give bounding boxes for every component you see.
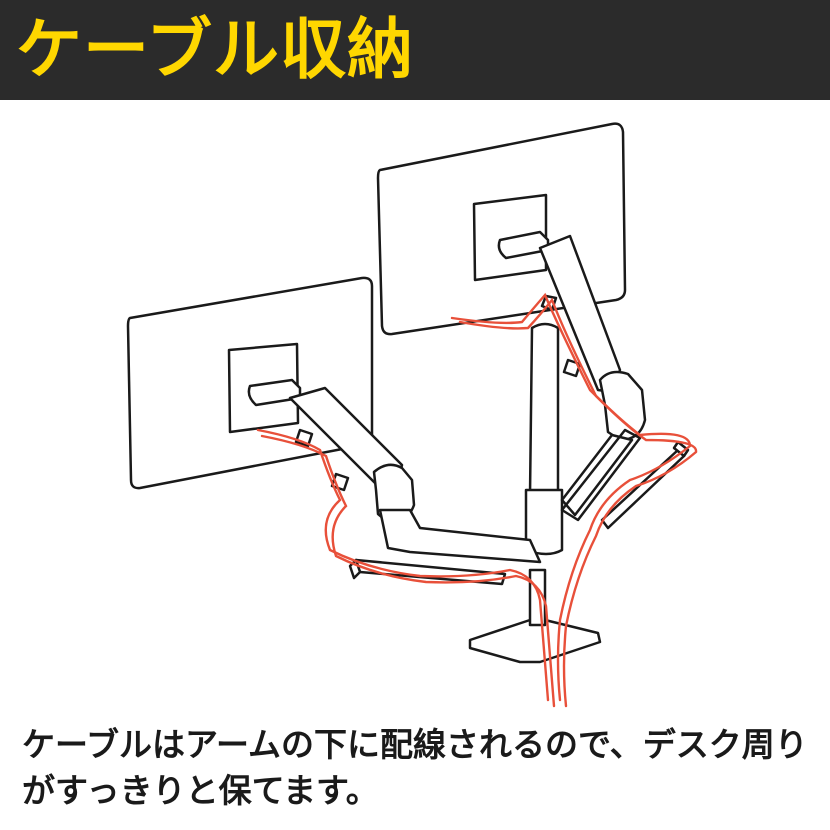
right-monitor-clamp xyxy=(497,230,550,260)
monitor-arm-illustration xyxy=(126,122,698,708)
left-monitor-clamp xyxy=(247,378,302,407)
central-pole xyxy=(528,322,560,497)
banner-title: ケーブル収納 xyxy=(16,11,415,88)
cable-left-a xyxy=(256,428,550,702)
cable-right-a xyxy=(450,292,692,702)
cable-left-b xyxy=(260,434,556,708)
desk-base xyxy=(468,618,602,664)
title-banner: ケーブル収納 xyxy=(0,0,830,100)
caption-line-1: ケーブルはアームの下に配線されるので、デスク周り xyxy=(22,725,808,764)
description-caption: ケーブルはアームの下に配線されるので、デスク周り がすっきりと保てます。 xyxy=(22,722,822,814)
left-lower-arm xyxy=(378,508,542,564)
right-lower-arm xyxy=(560,433,634,517)
cable-right-b xyxy=(458,297,698,708)
caption-line-2: がすっきりと保てます。 xyxy=(22,771,379,810)
right-lower-arm-link xyxy=(560,428,642,522)
